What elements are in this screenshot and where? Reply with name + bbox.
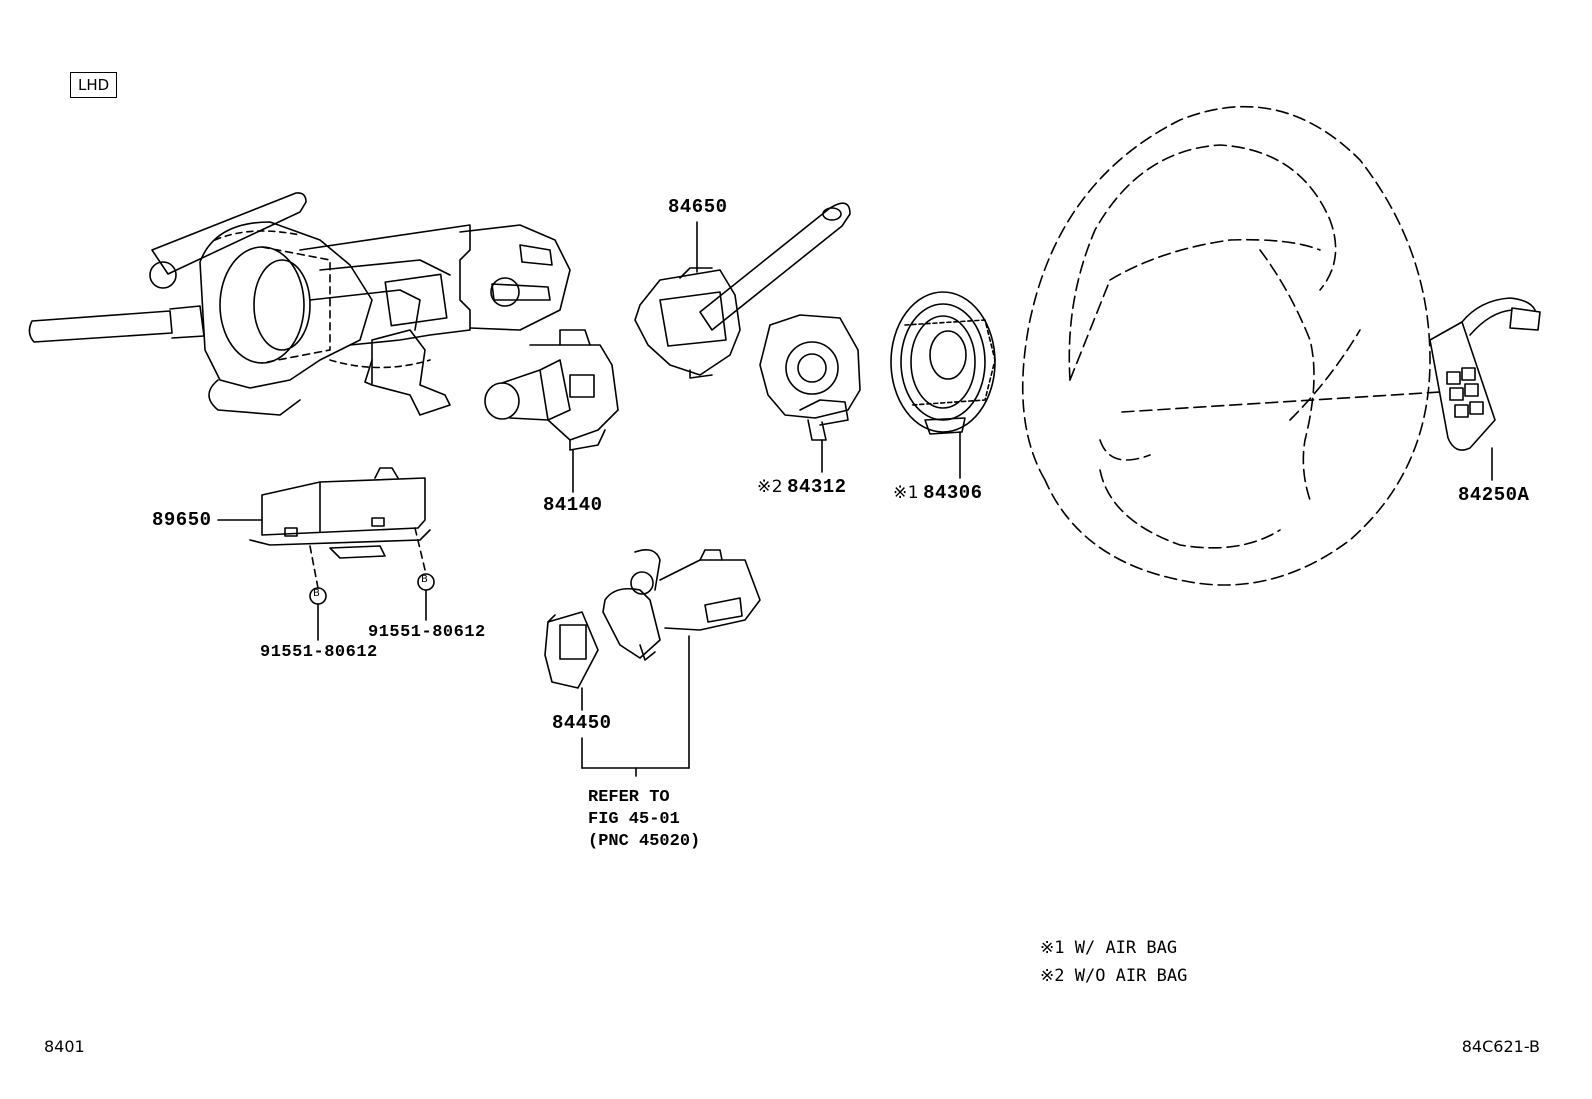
part-label-91551-b[interactable]: 91551-80612 xyxy=(368,623,486,642)
steering-wheel-illustration xyxy=(1023,107,1430,585)
part-label-89650[interactable]: 89650 xyxy=(152,509,212,531)
light-switch-84140 xyxy=(485,330,618,450)
lhd-variant-box: LHD xyxy=(70,72,118,98)
spiral-cable-84312 xyxy=(760,315,860,440)
legend-mark-2: ※2 xyxy=(1040,966,1065,986)
figure-code: 84C621-B xyxy=(1461,1037,1540,1056)
legend-text-2: W/O AIR BAG xyxy=(1074,966,1188,986)
part-label-84650[interactable]: 84650 xyxy=(668,196,728,218)
pad-switch-84250A xyxy=(1430,298,1540,450)
legend-text-1: W/ AIR BAG xyxy=(1074,938,1178,958)
ecu-89650 xyxy=(250,468,430,558)
circle-b-right: B xyxy=(421,574,428,585)
circle-b-left: B xyxy=(313,588,320,599)
callout-mark-2: ※2 xyxy=(757,477,784,497)
leader-lines xyxy=(218,222,1492,776)
callout-mark-1: ※1 xyxy=(893,483,920,503)
spiral-cable-84306 xyxy=(891,292,995,434)
steering-column-illustration xyxy=(29,193,570,415)
part-label-84306[interactable]: 84306 xyxy=(923,482,983,504)
refer-line-3: (PNC 45020) xyxy=(588,832,701,851)
legend-mark-1: ※1 xyxy=(1040,938,1065,958)
ignition-switch-parts xyxy=(545,550,760,688)
part-label-84450[interactable]: 84450 xyxy=(552,712,612,734)
part-label-84250A[interactable]: 84250A xyxy=(1458,484,1530,506)
refer-note: REFER TO FIG 45-01 (PNC 45020) xyxy=(588,787,700,853)
part-label-84312[interactable]: 84312 xyxy=(787,476,847,498)
refer-line-2: FIG 45-01 xyxy=(588,810,680,829)
legend-note-2: ※2 W/O AIR BAG xyxy=(1040,966,1187,986)
part-label-84140[interactable]: 84140 xyxy=(543,494,603,516)
part-label-91551-a[interactable]: 91551-80612 xyxy=(260,643,378,662)
wiper-switch-84650 xyxy=(635,203,850,378)
legend-note-1: ※1 W/ AIR BAG xyxy=(1040,938,1177,958)
page-code: 8401 xyxy=(44,1037,85,1056)
refer-line-1: REFER TO xyxy=(588,788,670,807)
